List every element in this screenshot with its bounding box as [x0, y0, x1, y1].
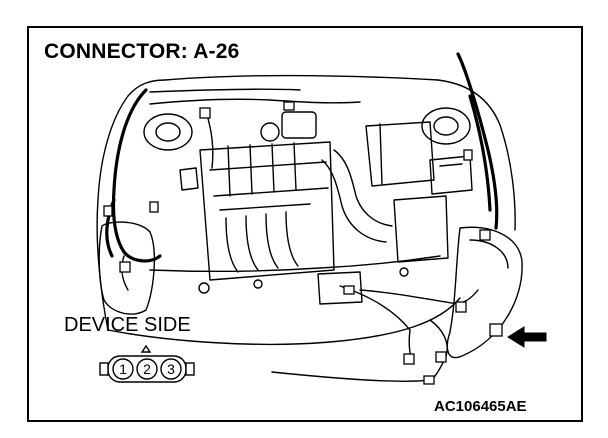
- front-lower-edge: [271, 371, 431, 382]
- left-strut-tower: [143, 113, 193, 151]
- right-fender-outline: [437, 79, 516, 231]
- pin-3-label: 3: [167, 361, 175, 377]
- pointer-arrow: [507, 326, 547, 348]
- intake-runners: [225, 211, 299, 273]
- engine-block: [199, 141, 335, 281]
- air-cleaner-box: [365, 121, 435, 187]
- device-side-label: DEVICE SIDE: [64, 314, 191, 336]
- radiator-support: [149, 255, 441, 273]
- left-headlight-outline: [98, 221, 156, 315]
- figure-code: AC106465AE: [434, 398, 527, 415]
- right-headlight-outline: [446, 226, 523, 359]
- left-wiring-harness: [111, 88, 162, 263]
- right-strut-tower: [421, 107, 471, 145]
- front-bumper-outline: [107, 297, 461, 346]
- right-wiring-harness: [456, 52, 499, 230]
- connector-title: CONNECTOR: A-26: [44, 40, 240, 63]
- device-side-connector: [99, 344, 195, 383]
- intake-hose: [333, 149, 393, 227]
- connector-a26-wire: [429, 319, 448, 357]
- hood-top-line: [164, 74, 439, 81]
- battery: [393, 195, 449, 263]
- pin-1-label: 1: [119, 361, 127, 377]
- pin-2-label: 2: [143, 361, 151, 377]
- connector-a26: [489, 323, 503, 337]
